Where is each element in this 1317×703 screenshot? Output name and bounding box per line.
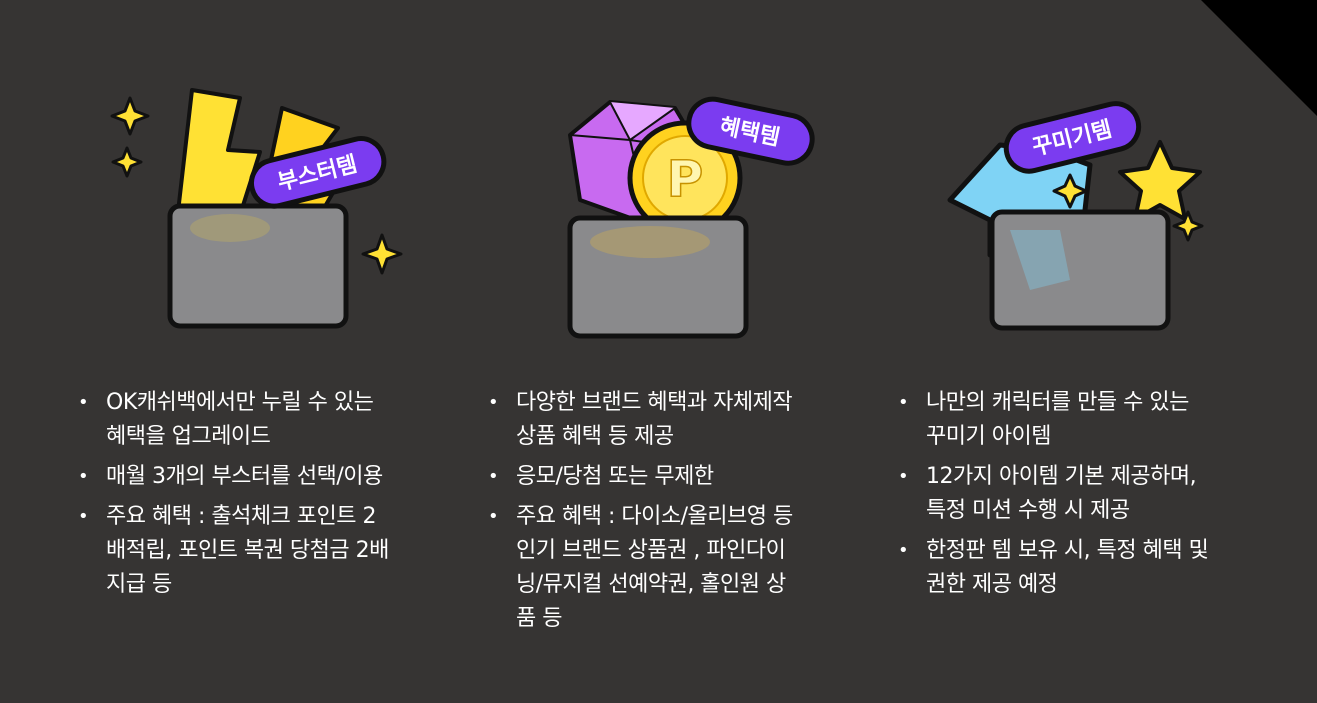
bullet-icon: • bbox=[78, 392, 89, 413]
card-benefit: P 혜택템 • 다양한 브랜드 혜택과 자체제작 상품 혜택 등 제공 • 응모… bbox=[410, 0, 815, 703]
bullet-icon: • bbox=[488, 392, 499, 413]
benefit-list: • 다양한 브랜드 혜택과 자체제작 상품 혜택 등 제공 • 응모/당첨 또는… bbox=[486, 386, 846, 642]
bullet-icon: • bbox=[488, 506, 499, 527]
bullet-icon: • bbox=[898, 392, 909, 413]
card-decoration: 꾸미기템 • 나만의 캐릭터를 만들 수 있는 꾸미기 아이템 • 12가지 아… bbox=[820, 0, 1220, 703]
decoration-benefit-list: • 나만의 캐릭터를 만들 수 있는 꾸미기 아이템 • 12가지 아이템 기본… bbox=[896, 386, 1256, 608]
list-item: • 나만의 캐릭터를 만들 수 있는 꾸미기 아이템 bbox=[896, 386, 1256, 454]
list-item: • 주요 혜택 : 다이소/올리브영 등 인기 브랜드 상품권 , 파인다이 닝… bbox=[486, 500, 846, 636]
list-item: • 매월 3개의 부스터를 선택/이용 bbox=[76, 460, 436, 494]
decoration-box-illustration: 꾸미기템 bbox=[947, 101, 1204, 331]
bullet-icon: • bbox=[78, 466, 89, 487]
star-icon bbox=[1118, 140, 1202, 221]
list-item: • 응모/당첨 또는 무제한 bbox=[486, 460, 846, 494]
item-tag: 혜택템 bbox=[686, 96, 815, 166]
booster-benefit-list: • OK캐쉬백에서만 누릴 수 있는 혜택을 업그레이드 • 매월 3개의 부스… bbox=[76, 386, 436, 608]
coin-letter: P bbox=[667, 150, 704, 208]
gift-box-icon bbox=[167, 203, 349, 329]
gift-box-icon bbox=[567, 215, 749, 339]
list-item: • OK캐쉬백에서만 누릴 수 있는 혜택을 업그레이드 bbox=[76, 386, 436, 454]
list-item: • 다양한 브랜드 혜택과 자체제작 상품 혜택 등 제공 bbox=[486, 386, 846, 454]
benefit-box-illustration: P 혜택템 bbox=[567, 96, 815, 339]
card-booster: 부스터템 • OK캐쉬백에서만 누릴 수 있는 혜택을 업그레이드 • 매월 3… bbox=[0, 0, 403, 703]
bullet-icon: • bbox=[898, 466, 909, 487]
bullet-icon: • bbox=[898, 540, 909, 561]
sparkle-icon bbox=[1052, 173, 1204, 242]
list-item: • 한정판 템 보유 시, 특정 혜택 및 권한 제공 예정 bbox=[896, 534, 1256, 602]
corner-triangle bbox=[1201, 0, 1317, 116]
bullet-icon: • bbox=[488, 466, 499, 487]
list-item: • 주요 혜택 : 출석체크 포인트 2 배적립, 포인트 복권 당첨금 2배 … bbox=[76, 500, 436, 602]
gift-box-icon bbox=[989, 209, 1171, 331]
list-item: • 12가지 아이템 기본 제공하며, 특정 미션 수행 시 제공 bbox=[896, 460, 1256, 528]
sparkle-icon bbox=[110, 96, 403, 275]
item-tag: 부스터템 bbox=[248, 136, 387, 209]
item-tag: 꾸미기템 bbox=[1003, 101, 1142, 174]
booster-box-illustration: 부스터템 bbox=[110, 88, 403, 329]
bullet-icon: • bbox=[78, 506, 89, 527]
